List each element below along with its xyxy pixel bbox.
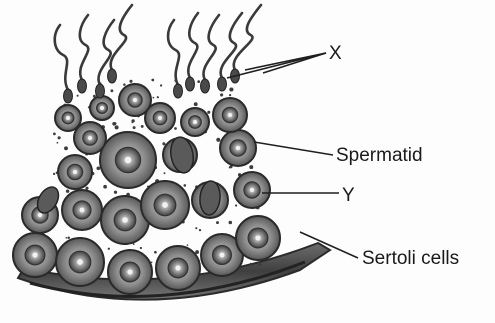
germ-cell <box>55 105 81 131</box>
stipple-dot <box>194 102 198 106</box>
stipple-dot <box>129 80 132 83</box>
germ-cell <box>236 216 280 260</box>
stipple-dot <box>58 136 61 139</box>
germ-cell <box>156 246 200 290</box>
stipple-dot <box>77 95 79 97</box>
label-sertoli-cells: Sertoli cells <box>362 248 459 270</box>
germ-cell <box>213 98 247 132</box>
stipple-dot <box>164 172 166 174</box>
label-spermatid: Spermatid <box>336 145 423 167</box>
germ-cell <box>108 250 152 294</box>
stipple-dot <box>199 229 201 231</box>
stipple-dot <box>110 89 113 92</box>
stipple-dot <box>115 125 119 129</box>
stipple-dot <box>103 185 107 189</box>
germ-cell <box>220 130 256 166</box>
stipple-dot <box>153 97 155 99</box>
sperm-cell <box>186 13 199 91</box>
stipple-dot <box>235 204 237 206</box>
germ-cell <box>90 96 114 120</box>
stipple-dot <box>114 191 117 194</box>
label-x: X <box>329 43 342 65</box>
germ-cell <box>181 108 209 136</box>
germ-cell <box>13 233 57 277</box>
leader-line-spermatid <box>254 142 333 155</box>
stipple-dot <box>141 125 144 128</box>
stipple-dot <box>131 122 133 124</box>
stipple-dot <box>67 236 70 239</box>
sperm-cell <box>168 20 182 98</box>
germ-cell <box>62 190 102 230</box>
stipple-dot <box>154 251 157 254</box>
stipple-dot <box>216 221 219 224</box>
stipple-dot <box>207 111 210 114</box>
stipple-dot <box>183 184 186 187</box>
sperm-cell <box>108 5 133 83</box>
stipple-dot <box>216 138 220 142</box>
stipple-dot <box>96 166 100 170</box>
stipple-dot <box>85 187 88 190</box>
stipple-dot <box>66 189 69 192</box>
stipple-dot <box>249 165 253 169</box>
label-y: Y <box>342 185 355 207</box>
germ-cell <box>234 172 270 208</box>
sperm-cell <box>55 25 73 103</box>
germ-cell <box>100 132 156 188</box>
sperm-cell <box>78 15 89 93</box>
sperm-cell <box>201 15 220 93</box>
stipple-dot <box>133 126 136 129</box>
stipple-dot <box>151 79 154 82</box>
germ-cell <box>58 155 92 189</box>
stipple-dot <box>174 127 177 130</box>
leader-line-x-3 <box>263 53 326 73</box>
germ-cell <box>56 238 104 286</box>
stipple-dot <box>65 237 67 239</box>
germ-cell <box>145 103 175 133</box>
leader-line-x-2 <box>245 53 326 70</box>
stipple-dot <box>53 133 56 136</box>
stipple-dot <box>53 173 55 175</box>
stipple-dot <box>162 142 165 145</box>
stipple-dot <box>229 167 231 169</box>
stipple-dot <box>229 221 233 225</box>
stipple-dot <box>64 146 68 150</box>
germ-cells <box>13 84 280 294</box>
stipple-dot <box>195 227 197 229</box>
stipple-dot <box>258 262 262 266</box>
stipple-dot <box>57 142 59 144</box>
stipple-dot <box>114 122 117 125</box>
stipple-dot <box>108 248 110 250</box>
germ-cell <box>141 181 189 229</box>
stipple-dot <box>157 96 159 98</box>
stipple-dot <box>160 84 162 86</box>
stipple-dot <box>229 87 233 91</box>
stipple-dot <box>229 94 231 96</box>
stipple-dot <box>140 247 142 249</box>
stipple-dot <box>250 263 252 265</box>
stipple-dot <box>123 83 126 86</box>
stipple-dot <box>187 244 189 246</box>
stipple-dot <box>197 80 200 83</box>
stipple-dot <box>220 93 223 96</box>
